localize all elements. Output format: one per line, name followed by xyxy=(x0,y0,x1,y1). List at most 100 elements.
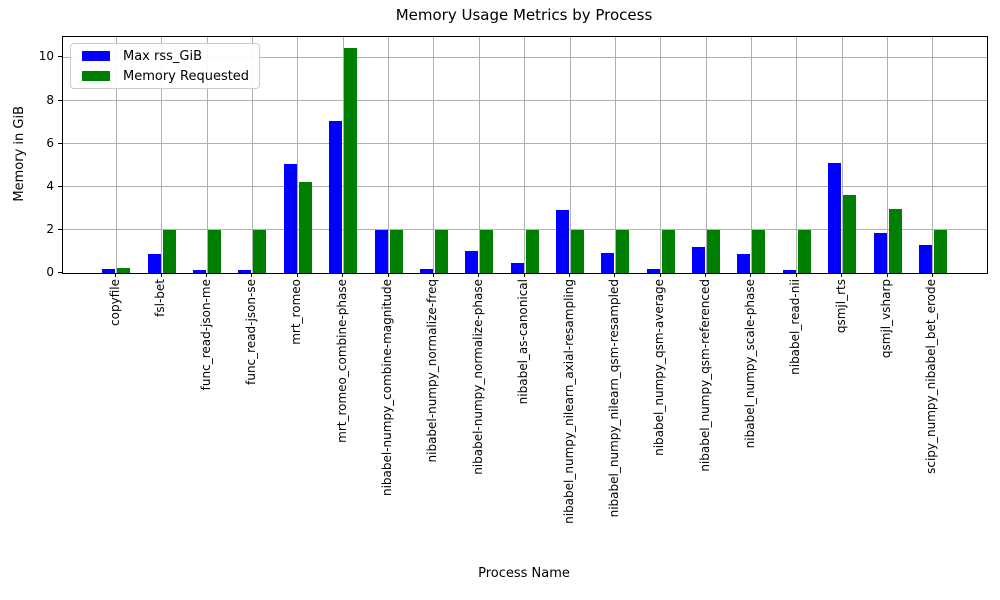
x-tick-mark xyxy=(886,273,888,277)
bar-memory-requested-func_read-json-me xyxy=(208,230,222,273)
x-tick-mark xyxy=(931,273,933,277)
gridline-vertical xyxy=(841,37,843,273)
x-tick-mark xyxy=(160,273,162,277)
x-tick-label: mrt_romeo xyxy=(289,279,304,345)
bar-memory-requested-nibabel_read-nii xyxy=(797,230,811,273)
x-tick-mark xyxy=(387,273,389,277)
gridline-vertical xyxy=(342,37,344,273)
gridline-vertical xyxy=(478,37,480,273)
x-tick-mark xyxy=(750,273,752,277)
x-tick-label: qsmjl_vsharp xyxy=(879,279,894,359)
x-tick-label: scipy_numpy_nibabel_bet_erode xyxy=(924,279,939,474)
legend-label-memory-requested: Memory Requested xyxy=(123,68,250,84)
bar-memory-requested-scipy_numpy_nibabel_bet_erode xyxy=(933,230,947,273)
y-tick-mark xyxy=(58,56,62,58)
bar-memory-requested-nibabel-numpy_combine-magnitude xyxy=(389,230,403,273)
x-tick-mark xyxy=(795,273,797,277)
bar-max-rss-gib-nibabel_numpy_nilearn_qsm-resampled xyxy=(601,253,615,273)
bar-memory-requested-nibabel-numpy_normalize-freq xyxy=(434,230,448,273)
legend: Max rss_GiB Memory Requested xyxy=(70,43,260,89)
y-tick-label: 6 xyxy=(46,135,54,150)
bar-max-rss-gib-nibabel_numpy_qsm-referenced xyxy=(692,247,706,273)
bar-memory-requested-nibabel-numpy_normalize-phase xyxy=(480,230,494,273)
x-tick-label: nibabel-numpy_normalize-phase xyxy=(470,279,485,475)
bar-max-rss-gib-func_read-json-se xyxy=(238,270,252,273)
legend-entry-max-rss: Max rss_GiB xyxy=(82,49,259,64)
legend-swatch-1 xyxy=(82,71,110,81)
y-tick-label: 4 xyxy=(46,178,54,193)
y-tick-mark xyxy=(58,142,62,144)
bar-max-rss-gib-fsl-bet xyxy=(147,254,161,273)
bar-max-rss-gib-nibabel_numpy_nilearn_axial-resampling xyxy=(556,210,569,273)
x-tick-label: nibabel_read-nii xyxy=(788,279,803,375)
x-tick-label: mrt_romeo_combine-phase xyxy=(334,279,349,443)
y-tick-mark xyxy=(58,99,62,101)
bar-memory-requested-nibabel_numpy_nilearn_qsm-resampled xyxy=(616,230,630,273)
y-tick-mark xyxy=(58,185,62,187)
x-tick-label: nibabel_numpy_scale-phase xyxy=(742,279,757,449)
bar-memory-requested-mrt_romeo_combine-phase xyxy=(344,48,358,273)
bar-max-rss-gib-nibabel-numpy_normalize-phase xyxy=(465,251,479,273)
y-tick-label: 8 xyxy=(46,92,54,107)
legend-label-max-rss: Max rss_GiB xyxy=(123,48,203,64)
x-tick-mark xyxy=(841,273,843,277)
legend-swatch-0 xyxy=(82,51,110,61)
x-axis-label: Process Name xyxy=(478,566,570,581)
bar-memory-requested-func_read-json-se xyxy=(253,230,267,273)
x-tick-label: func_read-json-me xyxy=(198,279,213,391)
gridline-vertical xyxy=(796,37,798,273)
x-tick-label: func_read-json-se xyxy=(243,279,258,385)
gridline-vertical xyxy=(433,37,435,273)
x-tick-mark xyxy=(569,273,570,277)
bar-max-rss-gib-nibabel_as-canonical xyxy=(510,263,524,273)
x-tick-label: nibabel_numpy_qsm-referenced xyxy=(697,279,712,472)
x-tick-mark xyxy=(523,273,525,277)
gridline-vertical xyxy=(660,37,662,273)
bar-memory-requested-qsmjl_rts xyxy=(843,195,857,273)
bar-memory-requested-nibabel_numpy_qsm-average xyxy=(661,230,675,273)
bar-max-rss-gib-qsmjl_rts xyxy=(828,163,842,273)
gridline-vertical xyxy=(206,37,208,273)
x-tick-label: copyfile xyxy=(107,279,122,326)
bar-memory-requested-qsmjl_vsharp xyxy=(888,209,902,273)
x-tick-label: nibabel-numpy_normalize-freq xyxy=(425,279,440,463)
y-tick-mark xyxy=(58,228,62,230)
x-tick-mark xyxy=(659,273,661,277)
gridline-vertical xyxy=(750,37,752,273)
bar-memory-requested-nibabel_numpy_scale-phase xyxy=(752,230,766,273)
gridline-vertical xyxy=(388,37,390,273)
gridline-vertical xyxy=(569,37,571,273)
x-tick-label: nibabel_numpy_nilearn_qsm-resampled xyxy=(606,279,621,518)
bar-memory-requested-copyfile xyxy=(117,268,131,273)
bar-memory-requested-fsl-bet xyxy=(162,230,176,273)
bar-memory-requested-mrt_romeo xyxy=(298,182,312,273)
x-tick-mark xyxy=(115,273,117,277)
gridline-vertical xyxy=(297,37,299,273)
y-tick-label: 10 xyxy=(38,49,54,64)
bar-max-rss-gib-nibabel-numpy_combine-magnitude xyxy=(374,230,388,273)
x-tick-mark xyxy=(206,273,208,277)
bar-max-rss-gib-copyfile xyxy=(102,269,116,273)
x-tick-mark xyxy=(251,273,253,277)
gridline-vertical xyxy=(161,37,163,273)
bar-memory-requested-nibabel_numpy_qsm-referenced xyxy=(707,230,721,273)
chart-title: Memory Usage Metrics by Process xyxy=(395,6,653,24)
x-tick-label: fsl-bet xyxy=(153,279,168,317)
gridline-vertical xyxy=(932,37,934,273)
x-tick-label: nibabel_numpy_nilearn_axial-resampling xyxy=(561,279,576,524)
gridline-vertical xyxy=(705,37,707,273)
x-tick-mark xyxy=(432,273,434,277)
bar-memory-requested-nibabel_as-canonical xyxy=(525,230,539,273)
y-tick-label: 0 xyxy=(46,265,54,279)
x-tick-mark xyxy=(342,273,344,277)
x-tick-mark xyxy=(478,273,480,277)
bar-max-rss-gib-nibabel-numpy_normalize-freq xyxy=(419,269,433,273)
bar-max-rss-gib-func_read-json-me xyxy=(193,270,207,273)
x-tick-mark xyxy=(296,273,298,277)
x-tick-label: nibabel_as-canonical xyxy=(516,279,531,405)
bar-max-rss-gib-scipy_numpy_nibabel_bet_erode xyxy=(918,245,932,273)
y-tick-mark xyxy=(58,272,62,273)
x-tick-label: nibabel-numpy_combine-magnitude xyxy=(380,279,395,497)
gridline-vertical xyxy=(251,37,253,273)
